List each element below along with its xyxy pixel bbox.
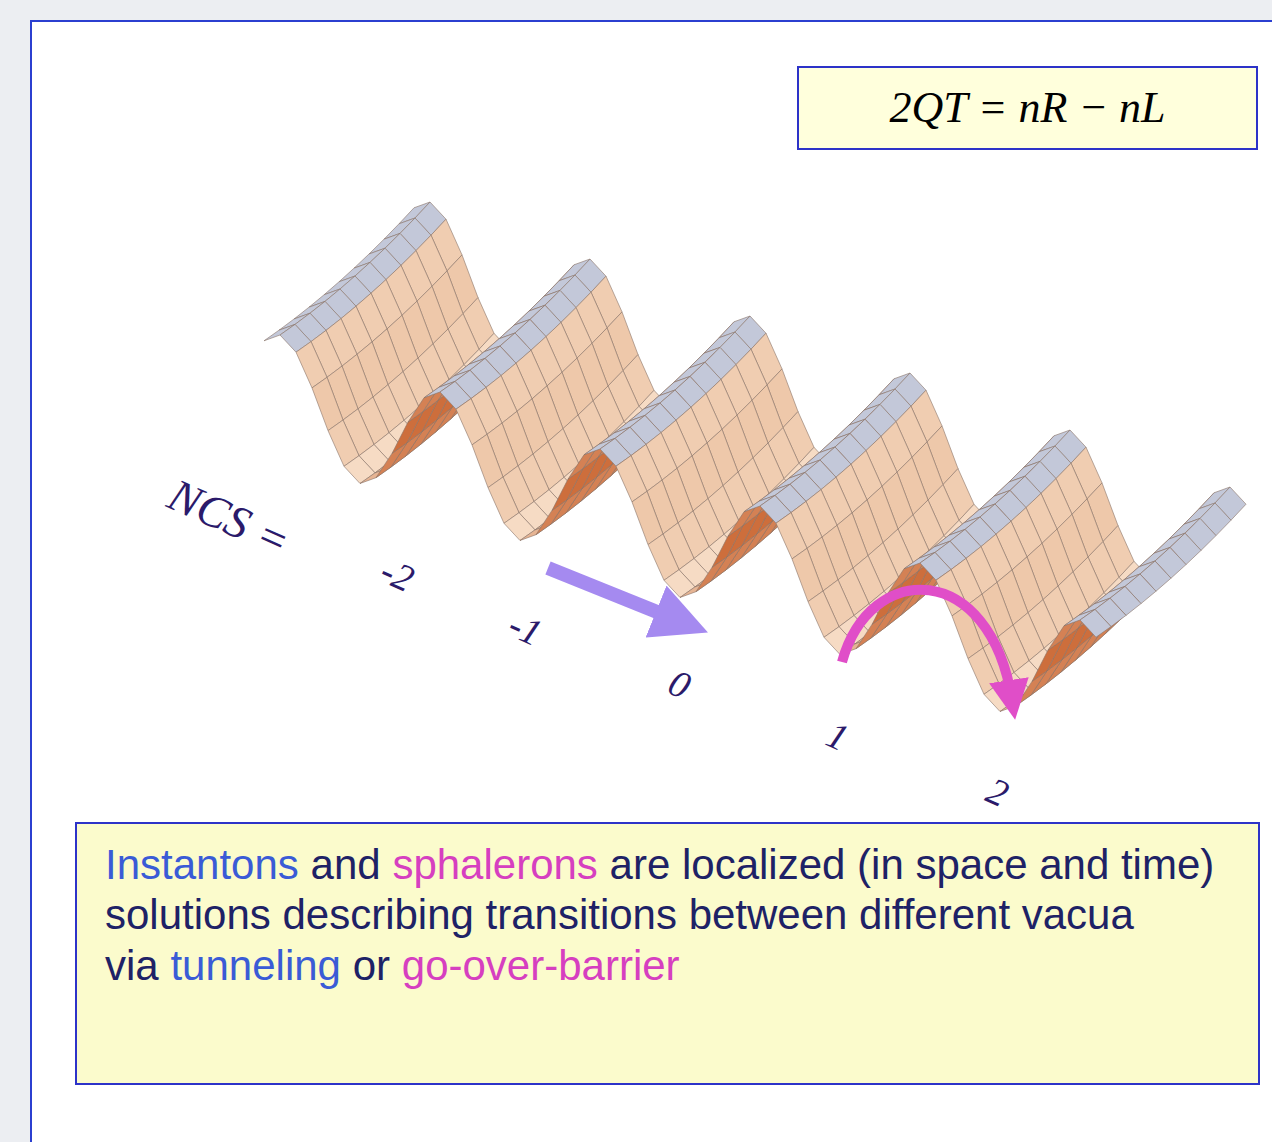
tunneling-arrow bbox=[548, 568, 682, 622]
surface-cell bbox=[312, 377, 343, 430]
surface-cell bbox=[792, 548, 823, 601]
sphaleron-arrow bbox=[842, 590, 1012, 700]
note-text: or bbox=[353, 942, 390, 989]
surface-cell bbox=[376, 443, 407, 478]
surface-cell bbox=[392, 412, 423, 454]
note-text: Instantons bbox=[105, 841, 299, 888]
note-text: and bbox=[311, 841, 381, 888]
surface-cell bbox=[1080, 609, 1111, 637]
equation-text: 2QT = nR − nL bbox=[889, 83, 1165, 132]
formula-box: 2QT = nR − nL bbox=[797, 66, 1258, 150]
surface-cell bbox=[696, 557, 727, 592]
surface-cell bbox=[536, 500, 567, 535]
surface-cell bbox=[472, 434, 503, 487]
surface-cell bbox=[552, 469, 583, 511]
surface-cell bbox=[632, 491, 663, 544]
note-text: go-over-barrier bbox=[402, 942, 680, 989]
note-box: Instantonsandsphaleronsare localized (in… bbox=[75, 822, 1260, 1085]
surface-cell bbox=[712, 526, 743, 568]
surface-cell bbox=[1016, 671, 1047, 706]
surface-cell bbox=[1032, 640, 1063, 682]
note-text: sphalerons bbox=[392, 841, 597, 888]
note-text: tunneling bbox=[170, 942, 340, 989]
